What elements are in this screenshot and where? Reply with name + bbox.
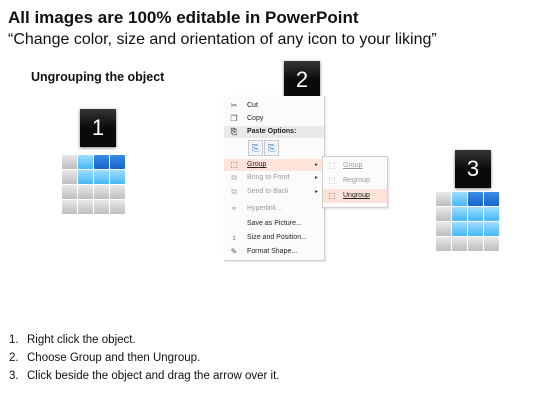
copy-icon: ❐	[230, 114, 238, 123]
grid-cell	[94, 185, 109, 199]
ungroup-icon: ⬚	[328, 191, 336, 200]
grid-cell	[94, 200, 109, 214]
grid-cell	[78, 185, 93, 199]
menu-item-send-to-back[interactable]: ⧉ Send to Back ▸	[224, 186, 324, 198]
submenu-arrow-icon: ▸	[314, 189, 318, 195]
grid-cell	[78, 200, 93, 214]
submenu-item-label: Regroup	[343, 177, 370, 184]
grid-cell[interactable]	[468, 207, 483, 221]
submenu-item-regroup[interactable]: ⬚ Regroup	[323, 174, 387, 188]
submenu-item-label: Ungroup	[343, 192, 370, 199]
grid-cell[interactable]	[452, 237, 467, 251]
grid-cell	[110, 155, 125, 169]
menu-item-label: Bring to Front	[247, 174, 290, 181]
grid-cell[interactable]	[436, 237, 451, 251]
step-2-badge: 2	[284, 61, 320, 99]
grid-cell	[110, 200, 125, 214]
paste-options-row: ⎘ ⎘	[248, 140, 288, 156]
menu-item-label: Size and Position...	[247, 234, 307, 241]
format-shape-icon: ✎	[230, 247, 238, 256]
menu-item-save-as-picture[interactable]: Save as Picture...	[224, 218, 324, 230]
paste-picture-icon[interactable]: ⎘	[264, 140, 279, 156]
menu-item-paste-options: ⎘ Paste Options:	[224, 126, 324, 138]
grid-cell	[110, 170, 125, 184]
grid-cell[interactable]	[452, 192, 467, 206]
grid-cell	[62, 170, 77, 184]
grid-cell	[110, 185, 125, 199]
grid-cell	[78, 155, 93, 169]
menu-item-bring-to-front[interactable]: ⧉ Bring to Front ▸	[224, 172, 324, 184]
menu-item-label: Save as Picture...	[247, 220, 302, 227]
instructions-list: 1. Right click the object. 2. Choose Group…	[9, 331, 280, 385]
grid-cell[interactable]	[436, 207, 451, 221]
instruction-number: 3.	[9, 370, 19, 382]
grid-cell[interactable]	[484, 237, 499, 251]
bring-front-icon: ⧉	[231, 173, 237, 182]
instruction-number: 1.	[9, 334, 19, 346]
grid-cell[interactable]	[436, 222, 451, 236]
instruction-item: 2. Choose Group and then Ungroup.	[9, 349, 280, 367]
step-3-badge: 3	[455, 150, 491, 188]
grid-cell[interactable]	[436, 192, 451, 206]
grid-cell	[62, 185, 77, 199]
send-back-icon: ⧉	[231, 187, 237, 196]
grid-cell[interactable]	[484, 192, 499, 206]
grid-cell	[94, 170, 109, 184]
menu-item-size-and-position[interactable]: ↕ Size and Position...	[224, 232, 324, 244]
group-icon: ⬚	[230, 160, 238, 169]
step-1-badge: 1	[80, 109, 116, 147]
paste-keep-formatting-icon[interactable]: ⎘	[248, 140, 263, 156]
instruction-item: 1. Right click the object.	[9, 331, 280, 349]
grid-cell[interactable]	[468, 237, 483, 251]
slide-subtitle: “Change color, size and orientation of a…	[8, 31, 437, 48]
grid-cell[interactable]	[484, 207, 499, 221]
grid-cell	[62, 155, 77, 169]
menu-item-hyperlink[interactable]: ⚭ Hyperlink...	[224, 203, 324, 215]
menu-item-label: Hyperlink...	[247, 205, 283, 212]
submenu-item-label: Group	[343, 162, 363, 169]
grid-cell	[62, 200, 77, 214]
context-menu: ✂ Cut ❐ Copy ⎘ Paste Options: ⎘ ⎘ ⬚ Grou…	[224, 96, 325, 261]
submenu-item-group[interactable]: ⬚ Group	[323, 159, 387, 173]
menu-item-label: Copy	[247, 115, 264, 122]
grid-cell	[78, 170, 93, 184]
menu-item-copy[interactable]: ❐ Copy	[224, 113, 324, 125]
grid-cell[interactable]	[484, 222, 499, 236]
instruction-text: Right click the object.	[27, 334, 136, 346]
hyperlink-icon: ⚭	[230, 204, 238, 213]
menu-item-label: Format Shape...	[247, 248, 298, 255]
menu-item-label: Cut	[247, 102, 258, 109]
menu-item-label: Paste Options:	[247, 128, 297, 135]
submenu-arrow-icon: ▸	[314, 175, 318, 181]
menu-item-format-shape[interactable]: ✎ Format Shape...	[224, 246, 324, 258]
menu-item-cut[interactable]: ✂ Cut	[224, 100, 324, 112]
ungrouped-object-grid[interactable]	[436, 192, 499, 251]
menu-item-group[interactable]: ⬚ Group ▸	[224, 159, 324, 171]
size-position-icon: ↕	[232, 233, 236, 242]
grid-cell[interactable]	[452, 222, 467, 236]
instruction-text: Click beside the object and drag the arr…	[27, 370, 280, 382]
grid-cell[interactable]	[468, 222, 483, 236]
section-title: Ungrouping the object	[31, 70, 165, 84]
instruction-item: 3. Click beside the object and drag the a…	[9, 367, 280, 385]
group-icon: ⬚	[328, 161, 336, 170]
submenu-item-ungroup[interactable]: ⬚ Ungroup	[323, 189, 387, 203]
group-submenu: ⬚ Group ⬚ Regroup ⬚ Ungroup	[322, 156, 388, 208]
instruction-number: 2.	[9, 352, 19, 364]
grid-cell[interactable]	[468, 192, 483, 206]
grid-cell[interactable]	[452, 207, 467, 221]
regroup-icon: ⬚	[328, 176, 336, 185]
submenu-arrow-icon: ▸	[314, 162, 318, 168]
scissors-icon: ✂	[230, 101, 238, 110]
slide-title: All images are 100% editable in PowerPoi…	[8, 8, 359, 27]
menu-item-label: Group	[247, 161, 267, 168]
menu-item-label: Send to Back	[247, 188, 289, 195]
grid-cell	[94, 155, 109, 169]
instruction-text: Choose Group and then Ungroup.	[27, 352, 201, 364]
paste-icon: ⎘	[230, 127, 238, 136]
grouped-object-grid[interactable]	[62, 155, 125, 214]
